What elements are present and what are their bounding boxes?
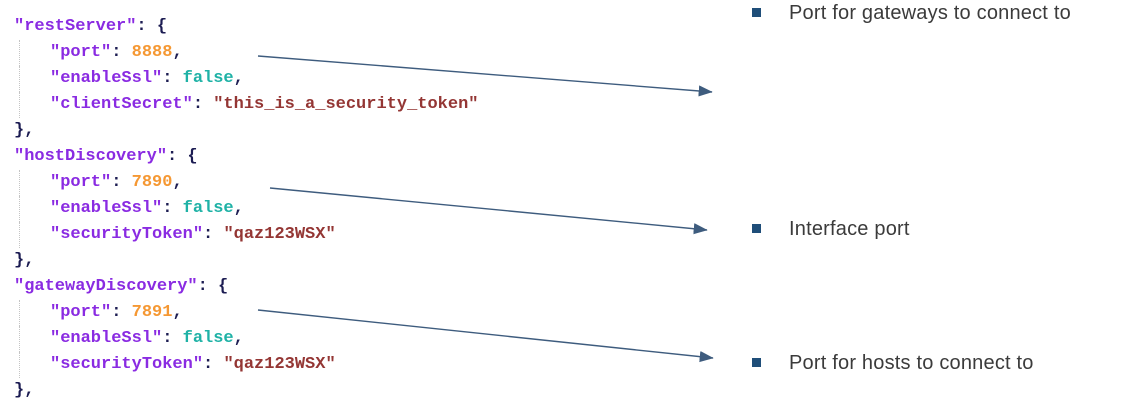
code-token-key: "port" — [50, 303, 112, 322]
annotation-host-port: Port for hosts to connect to — [752, 350, 1034, 376]
code-line: "enableSsl": false, — [14, 326, 478, 352]
code-line: "port": 7890, — [14, 170, 478, 196]
code-token-punct: : — [111, 43, 132, 62]
code-token-punct: , — [172, 43, 183, 62]
code-token-punct: : { — [136, 17, 168, 36]
code-line: }, — [14, 378, 478, 404]
code-token-punct: }, — [14, 251, 35, 270]
code-line: "enableSsl": false, — [14, 196, 478, 222]
code-token-key: "clientSecret" — [50, 95, 193, 114]
code-token-punct: : — [162, 69, 183, 88]
code-token-punct: , — [172, 303, 183, 322]
code-block: "restServer": {"port": 8888,"enableSsl":… — [14, 14, 478, 404]
code-line: "hostDiscovery": { — [14, 144, 478, 170]
annotation-label: Interface port — [789, 218, 910, 240]
code-token-key: "restServer" — [14, 17, 137, 36]
code-line: "restServer": { — [14, 14, 478, 40]
annotation-gateway-port: Port for gateways to connect to — [752, 0, 1071, 26]
code-token-punct: : — [111, 173, 132, 192]
code-line: }, — [14, 248, 478, 274]
code-token-num: 7890 — [131, 173, 173, 192]
code-token-punct: : — [162, 329, 183, 348]
annotation-interface-port: Interface port — [752, 216, 910, 242]
code-token-key: "securityToken" — [50, 225, 204, 244]
square-bullet-icon — [752, 358, 761, 367]
code-token-bool: false — [182, 199, 234, 218]
code-token-punct: , — [233, 69, 244, 88]
code-token-num: 8888 — [131, 43, 173, 62]
code-token-punct: : — [162, 199, 183, 218]
code-token-punct: }, — [14, 381, 35, 400]
code-token-punct: , — [233, 199, 244, 218]
code-token-punct: }, — [14, 121, 35, 140]
code-token-punct: : — [203, 225, 224, 244]
code-token-key: "hostDiscovery" — [14, 147, 168, 166]
code-line: "port": 8888, — [14, 40, 478, 66]
code-token-num: 7891 — [131, 303, 173, 322]
code-line: "enableSsl": false, — [14, 66, 478, 92]
code-token-str: "this_is_a_security_token" — [213, 95, 479, 114]
code-token-bool: false — [182, 329, 234, 348]
code-token-punct: : { — [167, 147, 198, 166]
code-token-punct: : — [203, 355, 224, 374]
code-token-key: "port" — [50, 43, 112, 62]
code-token-key: "enableSsl" — [50, 69, 163, 88]
annotation-label: Port for gateways to connect to — [789, 2, 1071, 24]
code-line: }, — [14, 118, 478, 144]
code-token-punct: , — [172, 173, 183, 192]
code-line: "port": 7891, — [14, 300, 478, 326]
code-token-key: "port" — [50, 173, 112, 192]
code-token-bool: false — [182, 69, 234, 88]
code-token-key: "enableSsl" — [50, 199, 163, 218]
code-token-key: "gatewayDiscovery" — [14, 277, 198, 296]
square-bullet-icon — [752, 8, 761, 17]
code-token-punct: : { — [197, 277, 229, 296]
code-token-punct: : — [111, 303, 132, 322]
code-line: "securityToken": "qaz123WSX" — [14, 222, 478, 248]
code-token-str: "qaz123WSX" — [223, 355, 336, 374]
code-line: "securityToken": "qaz123WSX" — [14, 352, 478, 378]
code-token-punct: : — [192, 95, 214, 114]
square-bullet-icon — [752, 224, 761, 233]
code-token-key: "securityToken" — [50, 355, 204, 374]
code-line: "gatewayDiscovery": { — [14, 274, 478, 300]
code-token-str: "qaz123WSX" — [223, 225, 336, 244]
code-token-key: "enableSsl" — [50, 329, 163, 348]
code-line: "clientSecret": "this_is_a_security_toke… — [14, 92, 478, 118]
code-token-punct: , — [233, 329, 244, 348]
annotation-label: Port for hosts to connect to — [789, 352, 1034, 374]
